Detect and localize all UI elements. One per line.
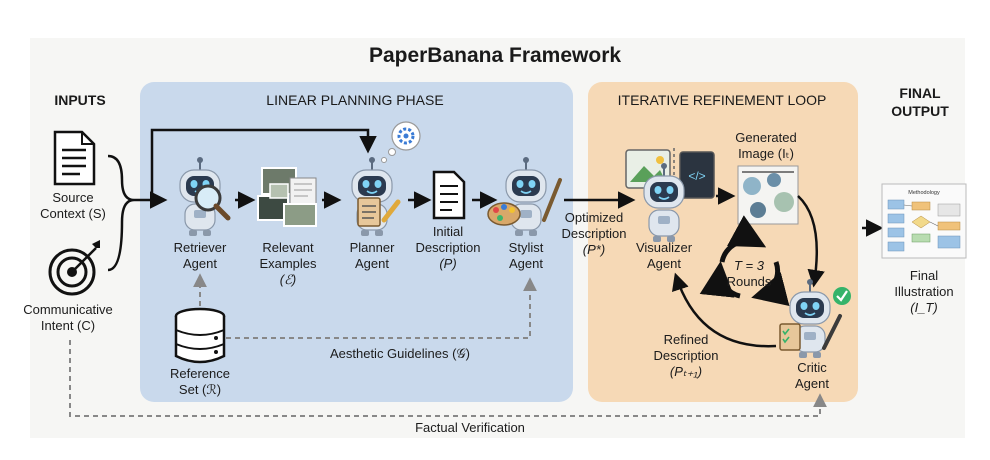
arrow-factual-verification xyxy=(69,340,827,417)
visualizer-screens-icon: </> xyxy=(625,148,715,200)
intent-label-line2: Intent (C) xyxy=(41,318,95,333)
optimized-label-line3: (P*) xyxy=(583,242,605,257)
refined-label-line3: (Pₜ₊₁) xyxy=(670,364,702,379)
final-label-line2: Illustration xyxy=(894,284,953,299)
source-label-line2: Context (S) xyxy=(40,206,106,221)
intent-label-line1: Communicative xyxy=(23,302,113,317)
final-header-line1: FINAL xyxy=(899,85,941,101)
examples-label-line3: (ℰ) xyxy=(280,272,297,287)
stylist-label-line2: Agent xyxy=(509,256,543,271)
visualizer-label-line2: Agent xyxy=(647,256,681,271)
retriever-label-line2: Agent xyxy=(183,256,217,271)
retriever-label-line1: Retriever xyxy=(174,240,227,255)
initial-label-line3: (P) xyxy=(439,256,456,271)
guidelines-label: Aesthetic Guidelines (𝒢) xyxy=(330,346,470,361)
cycle-arrows-icon xyxy=(699,215,790,306)
planner-label-line1: Planner xyxy=(350,240,395,255)
inputs-header: INPUTS xyxy=(54,92,105,108)
final-label-line1: Final xyxy=(910,268,938,283)
rounds-label-line1: T = 3 xyxy=(734,258,765,273)
diagram-title: PaperBanana Framework xyxy=(369,44,621,67)
reference-label-line2: Set (ℛ) xyxy=(179,382,221,397)
document-icon xyxy=(53,130,96,186)
generated-label-line1: Generated xyxy=(735,130,796,145)
examples-label-line1: Relevant xyxy=(262,240,314,255)
magnifier-icon xyxy=(194,184,222,212)
optimized-label-line1: Optimized xyxy=(565,210,624,225)
critic-robot-icon xyxy=(779,278,842,359)
thought-gear-icon xyxy=(381,121,421,163)
refined-label-line2: Description xyxy=(653,348,718,363)
rounds-label-line2: Rounds xyxy=(727,274,772,289)
database-icon xyxy=(174,307,226,364)
example-images-icon xyxy=(257,167,317,227)
brush-icon xyxy=(542,178,562,222)
planner-robot-icon xyxy=(351,156,401,237)
critic-label-line2: Agent xyxy=(795,376,829,391)
pencil-icon xyxy=(381,199,401,223)
stylist-robot-icon xyxy=(487,156,562,237)
final-header-line2: OUTPUT xyxy=(891,103,949,119)
planner-label-line2: Agent xyxy=(355,256,389,271)
arrow-guidelines-to-stylist xyxy=(226,277,537,339)
thumbnail-title: Methodology xyxy=(908,190,940,196)
visualizer-label-line1: Visualizer xyxy=(636,240,693,255)
svg-text:</>: </> xyxy=(688,169,705,183)
arrow-critic-to-visualizer xyxy=(672,272,777,348)
reference-label-line1: Reference xyxy=(170,366,230,381)
refined-label-line1: Refined xyxy=(664,332,709,347)
source-label-line1: Source xyxy=(52,190,93,205)
examples-label-line2: Examples xyxy=(259,256,317,271)
optimized-label-line2: Description xyxy=(561,226,626,241)
initial-label-line1: Initial xyxy=(433,224,463,239)
checklist-icon xyxy=(779,323,801,351)
input-merge-brace xyxy=(107,154,135,272)
retriever-robot-icon xyxy=(179,156,231,237)
check-badge-icon xyxy=(833,287,851,305)
target-icon xyxy=(48,240,100,296)
generated-label-line2: Image (Iₜ) xyxy=(738,146,794,161)
arrow-inputs-to-planner xyxy=(150,128,377,200)
factual-verification-label: Factual Verification xyxy=(415,420,525,435)
generated-image-icon xyxy=(737,165,799,225)
final-illustration-thumbnail: Methodology xyxy=(881,183,967,259)
loop-header: ITERATIVE REFINEMENT LOOP xyxy=(618,92,827,108)
pen-icon xyxy=(822,314,842,350)
linear-planning-panel xyxy=(140,82,573,402)
arrow-image-to-critic xyxy=(797,195,825,288)
critic-label-line1: Critic xyxy=(797,360,827,375)
initial-description-icon xyxy=(432,170,466,220)
final-label-line3: (I_T) xyxy=(910,300,937,315)
stylist-label-line1: Stylist xyxy=(509,240,544,255)
linear-phase-header: LINEAR PLANNING PHASE xyxy=(266,92,443,108)
initial-label-line2: Description xyxy=(415,240,480,255)
